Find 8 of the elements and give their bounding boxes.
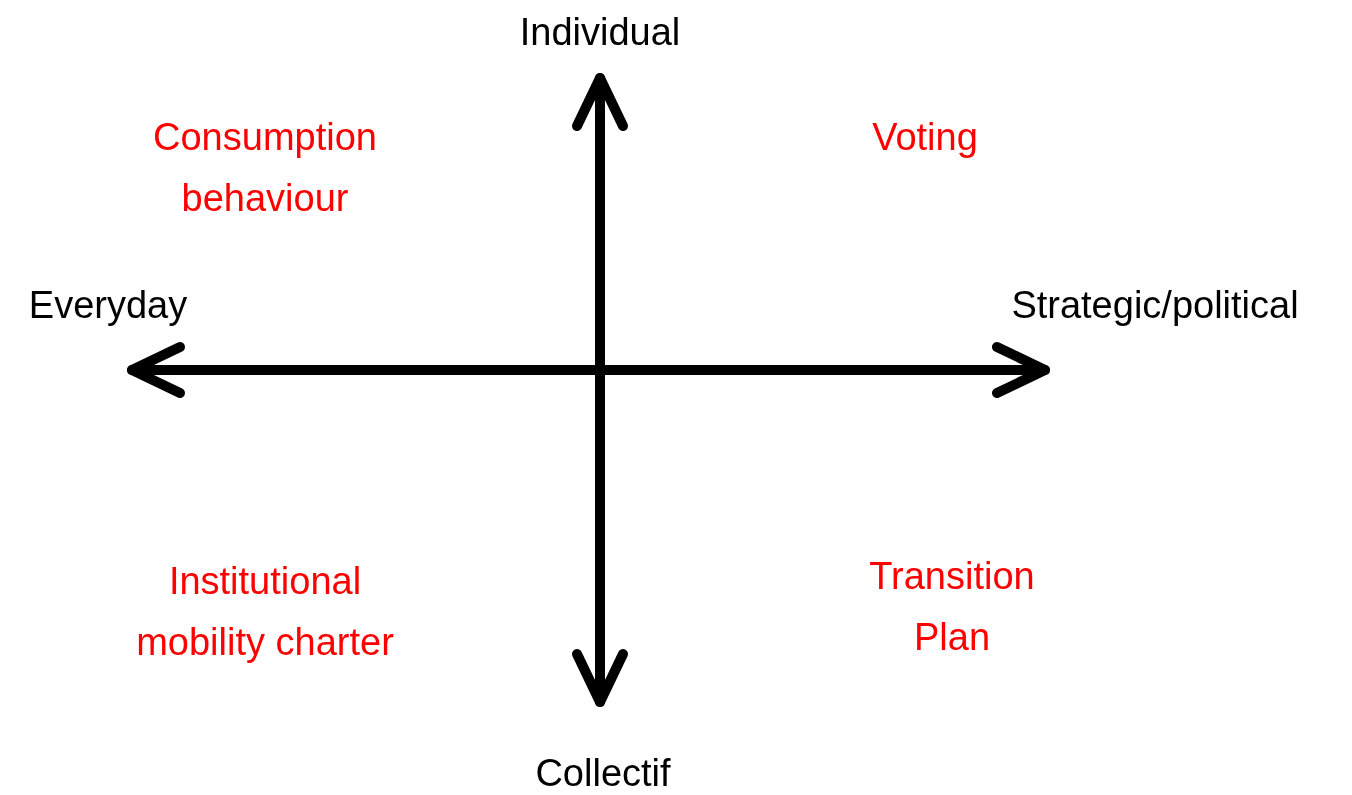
axis-label: Everyday [27,282,189,328]
axis-label: Strategic/political [1010,282,1300,328]
quadrant-label: Consumption behaviour [152,115,378,221]
quadrant-label: Transition Plan [868,554,1036,660]
axis-label: Individual [518,9,682,55]
axis-label: Collectif [534,750,672,795]
quadrant-label: Institutional mobility charter [135,559,395,665]
quadrant-label: Voting [871,114,979,160]
